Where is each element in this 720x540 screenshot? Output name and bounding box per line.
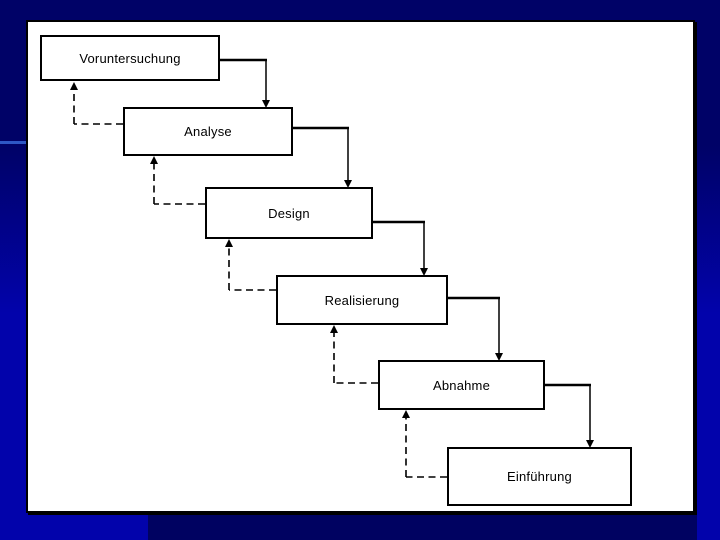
flow-box-voruntersuchung: Voruntersuchung [40,35,220,81]
flow-box-analyse: Analyse [123,107,293,156]
flow-box-einfuehrung: Einführung [447,447,632,506]
flow-box-label: Analyse [184,124,232,139]
left-accent-line [0,141,27,144]
flow-box-realisierung: Realisierung [276,275,448,325]
diagram-panel [26,20,695,513]
flow-box-label: Realisierung [324,292,400,308]
flow-box-abnahme: Abnahme [378,360,545,410]
flow-box-label: Abnahme [432,377,491,393]
flow-box-design: Design [205,187,373,239]
flow-box-label: Voruntersuchung [79,50,181,66]
flow-box-label: Design [268,205,310,221]
flow-box-label: Einführung [507,469,572,484]
bottom-dark-band [148,514,697,540]
